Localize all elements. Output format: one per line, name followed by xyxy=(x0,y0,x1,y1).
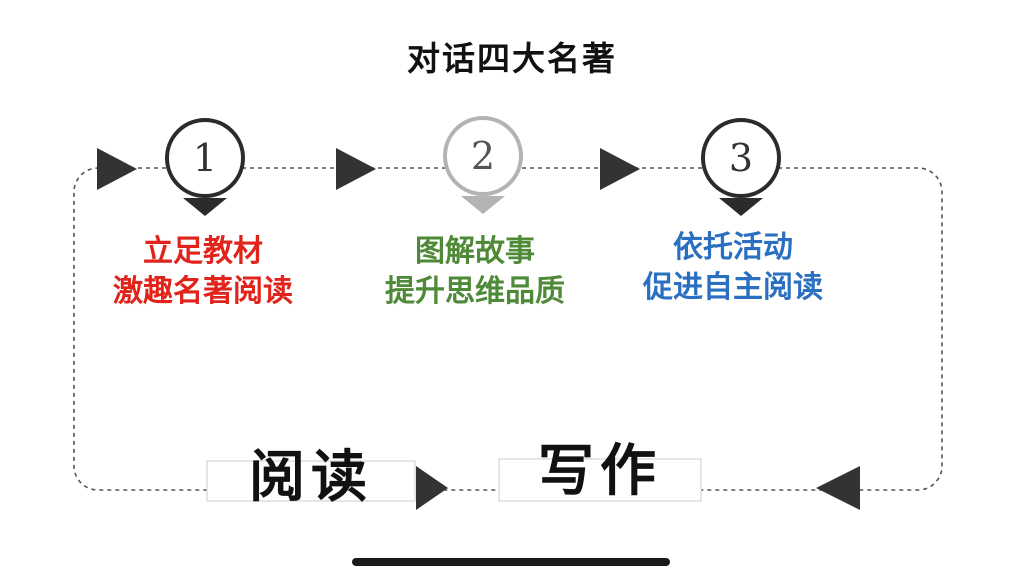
caption-line: 依托活动 xyxy=(673,230,793,265)
step-number: 3 xyxy=(729,136,753,180)
arrow-right-icon xyxy=(600,148,640,190)
step-pin-2: 2 xyxy=(443,116,523,214)
caption-line: 促进自主阅读 xyxy=(643,270,823,305)
step-pin-3: 3 xyxy=(701,118,781,216)
step-caption-2: 图解故事 提升思维品质 xyxy=(350,232,600,312)
write-label: 写作 xyxy=(538,439,662,504)
caption-line: 图解故事 xyxy=(415,234,535,269)
caption-line: 立足教材 xyxy=(143,234,263,269)
step-caption-1: 立足教材 激趣名著阅读 xyxy=(78,232,328,312)
arrow-right-icon xyxy=(336,148,376,190)
step-caption-3: 依托活动 促进自主阅读 xyxy=(608,228,858,308)
step-number: 1 xyxy=(193,136,217,180)
read-box xyxy=(206,460,416,502)
caption-line: 提升思维品质 xyxy=(385,274,565,309)
arrow-left-icon xyxy=(816,466,860,510)
write-box xyxy=(498,458,702,502)
home-indicator[interactable] xyxy=(352,558,670,566)
arrow-right-icon xyxy=(97,148,137,190)
caption-line: 激趣名著阅读 xyxy=(113,274,293,309)
read-label: 阅读 xyxy=(249,445,373,510)
step-pin-1: 1 xyxy=(165,118,245,216)
diagram-title: 对话四大名著 xyxy=(407,39,617,78)
arrow-right-icon xyxy=(416,466,448,510)
step-number: 2 xyxy=(471,134,495,178)
